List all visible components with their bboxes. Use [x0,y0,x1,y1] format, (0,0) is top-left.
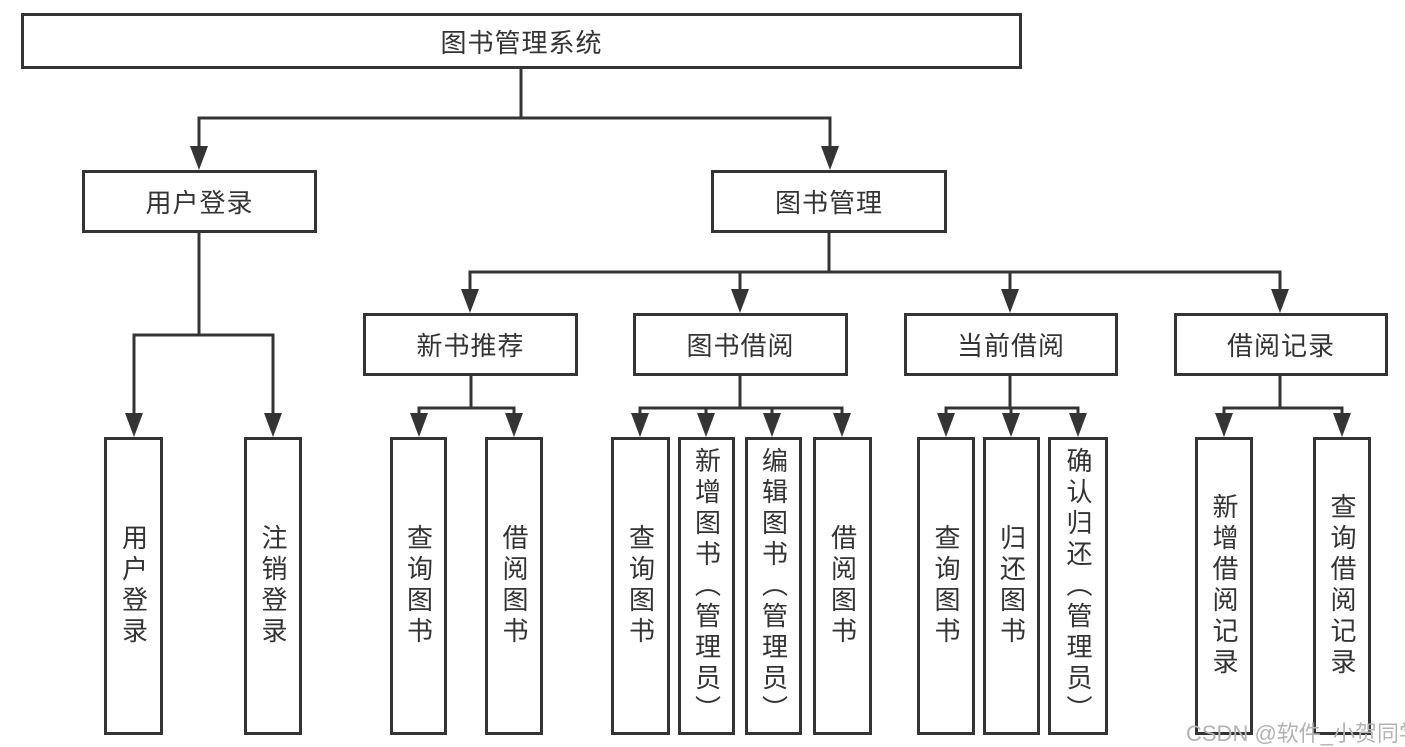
node-label: 图书管理 [774,188,883,218]
leaf-query-book-recommend: 查询图书 [390,437,447,735]
node-label: 借阅记录 [1226,331,1335,361]
node-label: 新增借阅记录 [1209,493,1239,679]
node-borrow-records: 借阅记录 [1174,313,1388,376]
node-label: 编辑图书（管理员） [758,446,789,726]
node-label: 归还图书 [996,524,1027,648]
leaf-query-book-current: 查询图书 [917,437,975,735]
node-label: 查询图书 [403,524,434,648]
leaf-add-borrow-record: 新增借阅记录 [1195,437,1253,735]
node-label: 新增图书（管理员） [691,446,722,726]
node-label: 用户登录 [118,524,149,648]
leaf-query-book-borrow: 查询图书 [611,437,670,735]
leaf-query-borrow-record: 查询借阅记录 [1313,437,1371,735]
node-new-book-recommend: 新书推荐 [363,313,578,376]
leaf-borrow-book-recommend: 借阅图书 [485,437,543,735]
node-label: 查询图书 [625,524,656,648]
node-label: 用户登录 [145,188,254,218]
node-label: 借阅图书 [499,524,529,648]
node-label: 借阅图书 [827,524,858,648]
node-label: 图书借阅 [686,331,795,361]
node-label: 注销登录 [258,524,288,648]
node-label: 确认归还（管理员） [1063,446,1093,726]
node-book-borrow: 图书借阅 [633,313,848,376]
leaf-logout: 注销登录 [244,437,302,735]
node-label: 图书管理系统 [440,27,603,58]
leaf-add-book-admin: 新增图书（管理员） [678,437,735,735]
leaf-edit-book-admin: 编辑图书（管理员） [745,437,802,735]
leaf-return-book: 归还图书 [983,437,1040,735]
leaf-borrow-book: 借阅图书 [813,437,872,735]
leaf-confirm-return-admin: 确认归还（管理员） [1048,437,1108,735]
node-label: 新书推荐 [416,331,525,361]
node-book-management: 图书管理 [711,170,947,233]
node-label: 当前借阅 [956,331,1065,361]
arrowheads [125,146,1351,437]
node-system-root: 图书管理系统 [21,13,1022,69]
leaf-user-login: 用户登录 [104,437,163,735]
node-label: 查询借阅记录 [1327,493,1357,679]
node-label: 查询图书 [931,524,961,648]
node-current-borrow: 当前借阅 [904,313,1118,376]
node-user-login: 用户登录 [82,170,317,233]
